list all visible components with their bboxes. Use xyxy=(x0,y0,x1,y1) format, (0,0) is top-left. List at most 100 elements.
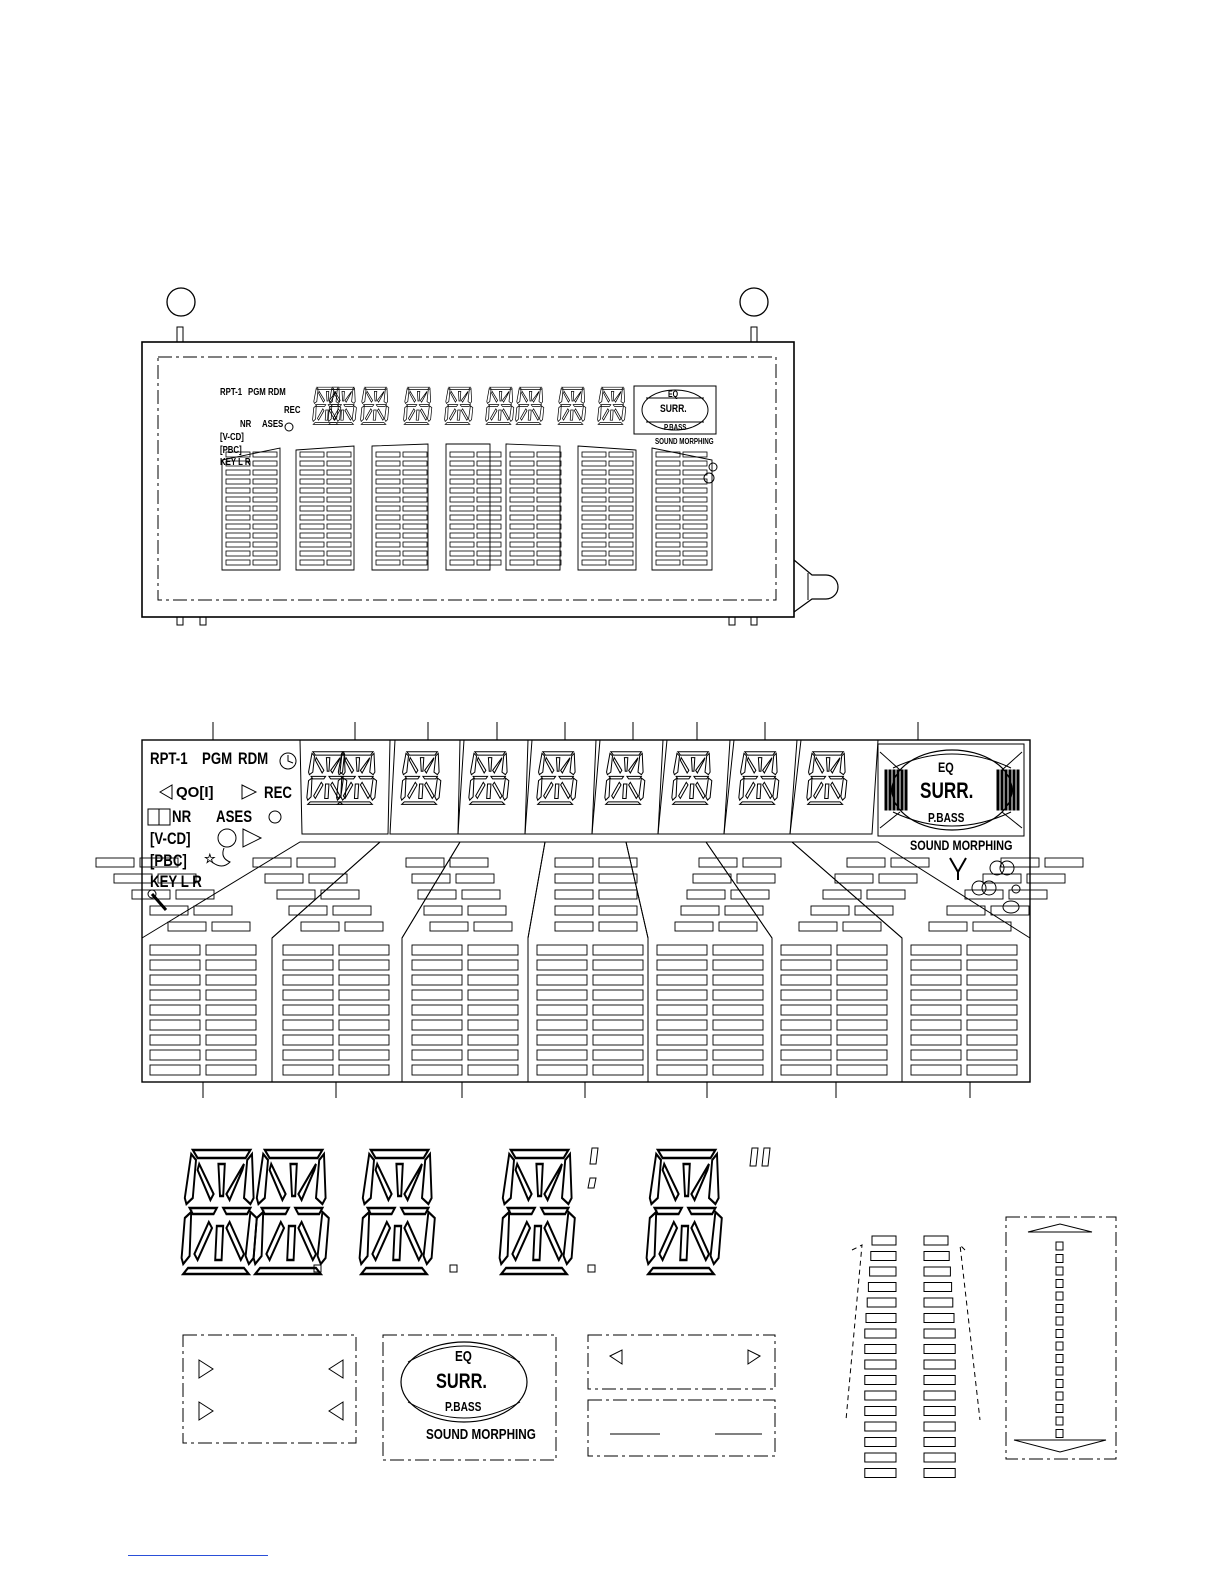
spectrum-bar xyxy=(811,906,849,915)
mini-bar xyxy=(683,515,707,520)
mini-bar xyxy=(609,488,633,493)
eq-tick xyxy=(889,770,891,810)
detail-bar xyxy=(924,1329,955,1338)
spectrum-bar xyxy=(206,1005,256,1015)
mini-bar xyxy=(327,452,351,457)
mini-bar xyxy=(300,488,324,493)
mini-bar xyxy=(656,551,680,556)
spectrum-bar xyxy=(911,1005,961,1015)
mini-bar xyxy=(477,542,501,547)
mini-bar xyxy=(450,542,474,547)
detail-bar xyxy=(924,1407,955,1416)
spectrum-bar xyxy=(781,1005,831,1015)
surr-label: SURR. xyxy=(920,780,973,802)
spectrum-bar xyxy=(967,960,1017,970)
mini-bar xyxy=(376,506,400,511)
eq-tick xyxy=(1001,770,1003,810)
mini-bar xyxy=(656,497,680,502)
spectrum-bar xyxy=(412,1005,462,1015)
eq-label: EQ xyxy=(938,760,954,774)
top-vcd-label: [V-CD] xyxy=(220,433,244,443)
spectrum-bar xyxy=(468,1065,518,1075)
mini-bar xyxy=(226,515,250,520)
mini-bar xyxy=(656,524,680,529)
spectrum-bar xyxy=(339,1035,389,1045)
mini-bar xyxy=(253,488,277,493)
mini-bar xyxy=(450,524,474,529)
mini-bar xyxy=(376,497,400,502)
mini-bar xyxy=(656,560,680,565)
mini-bar xyxy=(376,551,400,556)
spectrum-bar xyxy=(555,890,593,899)
spectrum-bar xyxy=(450,858,488,867)
mini-bar xyxy=(656,506,680,511)
footer-link-underline[interactable] xyxy=(128,1555,268,1556)
spectrum-bar xyxy=(283,1065,333,1075)
spectrum-bar xyxy=(843,922,881,931)
spectrum-bar xyxy=(339,1020,389,1030)
spectrum-bar xyxy=(412,945,462,955)
detail-bar xyxy=(924,1391,955,1400)
spectrum-bar xyxy=(967,975,1017,985)
spectrum-bar xyxy=(593,975,643,985)
top-rdm-label: RDM xyxy=(268,388,286,398)
key-label: KEY L R xyxy=(150,873,202,890)
mini-bar xyxy=(300,515,324,520)
mini-bar xyxy=(477,524,501,529)
spectrum-bar xyxy=(713,1065,763,1075)
spectrum-bar xyxy=(537,1065,587,1075)
mini-bar xyxy=(226,533,250,538)
spectrum-bar xyxy=(289,906,327,915)
mini-bar xyxy=(403,515,427,520)
spectrum-bar xyxy=(412,960,462,970)
sound-morphing-label: SOUND MORPHING xyxy=(910,838,1013,852)
spectrum-bar xyxy=(911,1020,961,1030)
spectrum-bar xyxy=(206,1035,256,1045)
spectrum-bar xyxy=(599,922,637,931)
eq-tick xyxy=(905,770,907,810)
spectrum-bar xyxy=(333,906,371,915)
spectrum-bar xyxy=(468,1035,518,1045)
spectrum-bar xyxy=(725,906,763,915)
mini-bar xyxy=(376,461,400,466)
spectrum-bar xyxy=(309,874,347,883)
mini-bar xyxy=(450,551,474,556)
mini-bar xyxy=(477,497,501,502)
detail-bar xyxy=(924,1314,954,1323)
top-sound-morphing-label: SOUND MORPHING xyxy=(655,438,714,446)
mini-bar xyxy=(609,551,633,556)
spectrum-bar xyxy=(879,874,917,883)
spectrum-bar xyxy=(321,890,359,899)
mini-bar xyxy=(510,488,534,493)
spectrum-bar xyxy=(781,975,831,985)
detail-meter-bar xyxy=(1056,1392,1063,1400)
spectrum-bar xyxy=(781,990,831,1000)
mini-bar xyxy=(683,479,707,484)
enlarged-digits xyxy=(182,1148,770,1274)
detail-meter-bar xyxy=(1056,1330,1063,1338)
mini-bar xyxy=(477,533,501,538)
spectrum-bar xyxy=(593,1065,643,1075)
mini-bar xyxy=(537,452,561,457)
spectrum-bar xyxy=(283,1050,333,1060)
spectrum-bar xyxy=(657,990,707,1000)
mini-bar xyxy=(403,497,427,502)
detail-bar xyxy=(924,1438,955,1447)
spectrum-bar xyxy=(687,890,725,899)
detail-meter-bar xyxy=(1056,1342,1063,1350)
mini-bar xyxy=(450,497,474,502)
mini-bar xyxy=(300,533,324,538)
detail-bar xyxy=(865,1407,896,1416)
mini-bar xyxy=(510,542,534,547)
top-rec-label: REC xyxy=(284,406,300,416)
spectrum-bar xyxy=(150,990,200,1000)
detail-bar xyxy=(924,1236,948,1245)
ases-label: ASES xyxy=(216,808,252,825)
spectrum-bar xyxy=(114,874,152,883)
spectrum-bar xyxy=(150,1050,200,1060)
mini-bar xyxy=(300,461,324,466)
spectrum-bar xyxy=(737,874,775,883)
mini-bar xyxy=(403,479,427,484)
eq-tick xyxy=(885,770,887,810)
spectrum-bar xyxy=(911,945,961,955)
